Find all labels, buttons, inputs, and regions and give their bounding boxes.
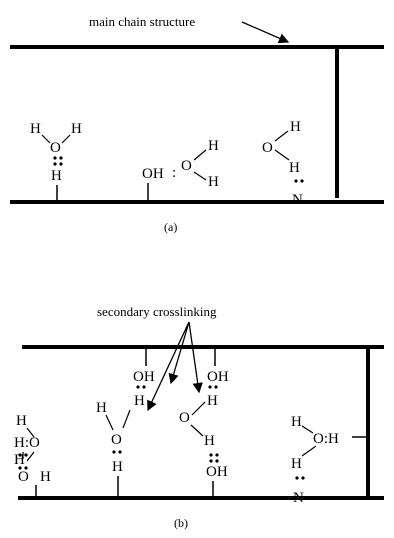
atom-o: O xyxy=(18,469,29,485)
atom-h: H xyxy=(14,452,25,468)
amine-water-bridge: H O:H H N xyxy=(291,414,366,506)
atom-h: H xyxy=(204,433,215,449)
atom-h: H xyxy=(134,393,145,409)
atom-o: O xyxy=(181,158,192,174)
lone-pair-dot xyxy=(59,162,63,166)
atom-o: O xyxy=(179,410,190,426)
bridging-water-1: OH H H O H xyxy=(96,349,155,497)
atom-o: O xyxy=(262,140,273,156)
amine-water-pair: O H H N xyxy=(262,119,304,208)
atom-h: H xyxy=(208,138,219,154)
hydrogen-bond-colon: : xyxy=(172,165,176,181)
lone-pair-dot xyxy=(215,453,219,457)
atom-h-o: H:O xyxy=(14,435,40,451)
water-molecule-1: H O H H xyxy=(30,121,82,201)
lone-pair-dot xyxy=(209,453,213,457)
main-chain-arrow xyxy=(241,21,290,44)
panel-a: main chain structure H O H H OH : O H H xyxy=(10,14,384,234)
secondary-crosslinking-label: secondary crosslinking xyxy=(97,304,217,319)
atom-oh: OH xyxy=(206,464,228,480)
caption-b: (b) xyxy=(174,516,188,530)
lone-pair-dot xyxy=(301,476,305,480)
lone-pair-dot xyxy=(142,385,146,389)
lone-pair-dot xyxy=(208,385,212,389)
atom-h: H xyxy=(71,121,82,137)
atom-h: H xyxy=(291,456,302,472)
atom-h: H xyxy=(96,400,107,416)
atom-h: H xyxy=(207,393,218,409)
atom-n: N xyxy=(292,192,303,208)
arrow xyxy=(147,321,190,412)
atom-h: H xyxy=(40,469,51,485)
lone-pair-dot xyxy=(59,156,63,160)
lone-pair-dot xyxy=(300,179,304,183)
lone-pair-dot xyxy=(118,450,122,454)
atom-o-h: O:H xyxy=(313,431,339,447)
lone-pair-dot xyxy=(112,450,116,454)
lone-pair-dot xyxy=(24,466,28,470)
atom-o: O xyxy=(50,140,61,156)
lone-pair-dot xyxy=(24,453,28,457)
lone-pair-dot xyxy=(295,476,299,480)
bridging-water-2: OH H O H OH xyxy=(179,349,229,497)
lone-pair-dot xyxy=(209,459,213,463)
atom-h: H xyxy=(208,174,219,190)
lone-pair-dot xyxy=(215,459,219,463)
atom-h: H xyxy=(290,119,301,135)
atom-h: H xyxy=(112,459,123,475)
atom-oh: OH xyxy=(133,369,155,385)
main-chain-label: main chain structure xyxy=(89,14,195,29)
arrow xyxy=(188,321,203,394)
atom-oh: OH xyxy=(142,166,164,182)
hydroxyl-water-pair: OH : O H H xyxy=(142,138,219,201)
atom-oh: OH xyxy=(207,369,229,385)
atom-h: H xyxy=(51,168,62,184)
lone-pair-dot xyxy=(53,156,57,160)
atom-o: O xyxy=(111,432,122,448)
lone-pair-dot xyxy=(294,179,298,183)
atom-h: H xyxy=(289,160,300,176)
lone-pair-dot xyxy=(136,385,140,389)
panel-b: secondary crosslinking H H:O H O H OH H xyxy=(14,304,384,530)
atom-h: H xyxy=(30,121,41,137)
lone-pair-dot xyxy=(18,453,22,457)
lone-pair-dot xyxy=(53,162,57,166)
atom-h: H xyxy=(291,414,302,430)
atom-n: N xyxy=(293,490,304,506)
arrow xyxy=(168,321,190,385)
caption-a: (a) xyxy=(164,220,177,234)
lone-pair-dot xyxy=(214,385,218,389)
atom-h: H xyxy=(16,413,27,429)
water-stack: H H:O H O H xyxy=(14,413,51,497)
lone-pair-dot xyxy=(18,466,22,470)
